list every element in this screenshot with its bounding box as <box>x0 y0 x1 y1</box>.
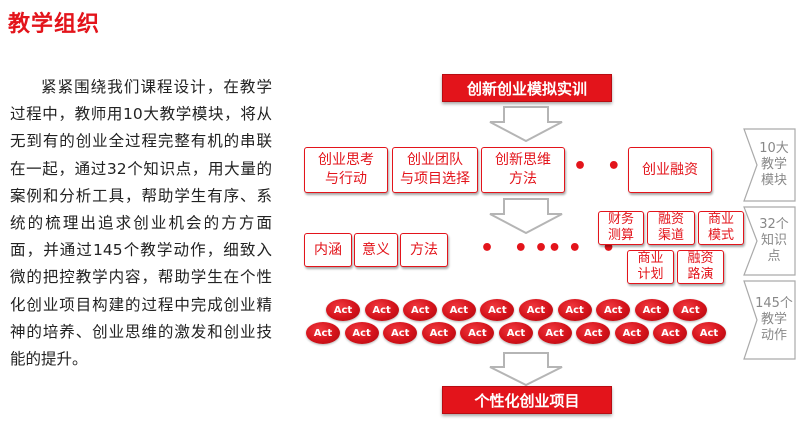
module-2: 创业团队 与项目选择 <box>392 147 478 193</box>
page-title: 教学组织 <box>8 12 101 37</box>
down-arrow-1 <box>489 106 563 142</box>
act-oval: Act <box>364 299 399 321</box>
knowledge-point-1: 内涵 <box>304 233 352 267</box>
act-oval: Act <box>421 322 456 344</box>
act-oval: Act <box>344 322 379 344</box>
act-oval: Act <box>614 322 649 344</box>
act-oval: Act <box>576 322 611 344</box>
act-oval: Act <box>519 299 553 321</box>
act-oval: Act <box>383 322 418 344</box>
act-oval: Act <box>653 322 688 344</box>
side-label-actions: 145个 教学 动作 <box>743 280 797 360</box>
finance-item-3: 商业 模式 <box>698 211 744 245</box>
module-3: 创新思维 方法 <box>481 147 565 193</box>
act-oval: Act <box>326 299 360 321</box>
act-oval: Act <box>480 299 515 321</box>
act-oval: Act <box>537 322 572 344</box>
act-oval: Act <box>673 299 708 321</box>
act-oval: Act <box>460 322 495 344</box>
down-arrow-2 <box>489 198 563 234</box>
act-oval: Act <box>557 299 592 321</box>
bottom-banner: 个性化创业项目 <box>442 386 612 414</box>
act-oval: Act <box>441 299 476 321</box>
finance-item-4: 商业 计划 <box>627 250 674 284</box>
module-1: 创业思考 与行动 <box>304 147 388 193</box>
act-oval: Act <box>403 299 438 321</box>
act-oval: Act <box>596 299 631 321</box>
finance-item-5: 融资 路演 <box>677 250 724 284</box>
finance-item-2: 融资 渠道 <box>647 211 695 245</box>
act-oval: Act <box>634 299 669 321</box>
side-label-modules: 10大 教学 模块 <box>743 128 797 202</box>
knowledge-point-2: 意义 <box>354 233 398 267</box>
side-label-knowledge: 32个 知识 点 <box>743 206 797 276</box>
module-4: 创业融资 <box>628 147 712 193</box>
knowledge-ellipsis-2: • • • <box>534 236 622 261</box>
intro-paragraph: 紧紧围绕我们课程设计，在教学过程中，教师用10大教学模块，将从无到有的创业全过程… <box>10 78 272 369</box>
act-oval: Act <box>306 322 340 344</box>
down-arrow-3 <box>489 352 563 386</box>
finance-item-1: 财务 测算 <box>598 211 644 245</box>
act-oval: Act <box>692 322 726 344</box>
act-oval: Act <box>499 322 533 344</box>
knowledge-point-3: 方法 <box>400 233 448 267</box>
top-banner: 创新创业模拟实训 <box>442 74 612 102</box>
